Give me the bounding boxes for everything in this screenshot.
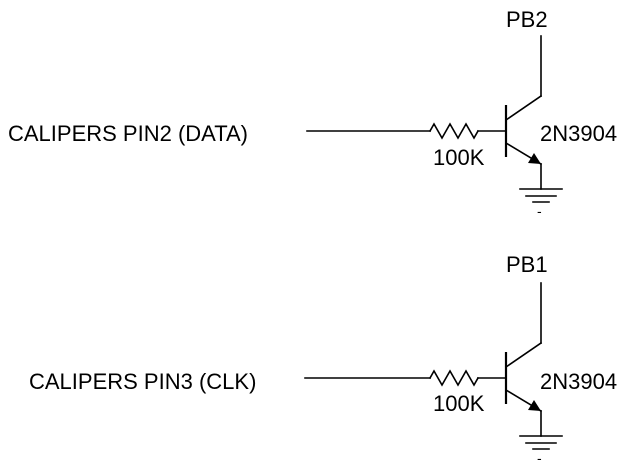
collector-net-label-data: PB2 xyxy=(506,7,548,32)
circuit-data-line: CALIPERS PIN2 (DATA) 100K 2N3904 PB2 - xyxy=(8,7,617,219)
transistor-part-clk: 2N3904 xyxy=(540,369,617,394)
resistor-value-data: 100K xyxy=(433,145,485,170)
transistor-npn-clk xyxy=(504,341,543,413)
collector-net-label-clk: PB1 xyxy=(506,252,548,277)
ground-sign-clk: - xyxy=(537,450,542,466)
transistor-npn-data xyxy=(504,94,543,166)
resistor-value-clk: 100K xyxy=(433,391,485,416)
input-label-clk: CALIPERS PIN3 (CLK) xyxy=(29,369,256,394)
ground-sign-data: - xyxy=(537,203,542,219)
ground-symbol-clk xyxy=(519,410,563,450)
input-label-data: CALIPERS PIN2 (DATA) xyxy=(8,121,248,146)
resistor-clk xyxy=(428,369,480,387)
circuit-clk-line: CALIPERS PIN3 (CLK) 100K 2N3904 PB1 - xyxy=(29,252,617,466)
transistor-part-data: 2N3904 xyxy=(540,121,617,146)
ground-symbol-data xyxy=(519,163,563,203)
resistor-data xyxy=(428,122,480,140)
